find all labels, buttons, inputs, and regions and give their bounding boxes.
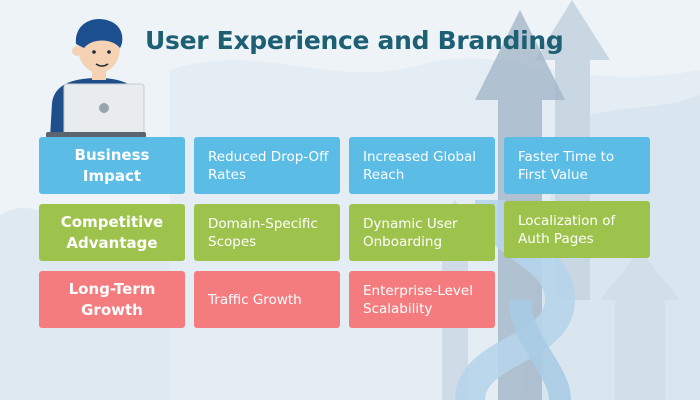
item-dynamic-user-onboarding: Dynamic User Onboarding <box>349 204 495 261</box>
category-label: Business Impact <box>74 145 150 185</box>
page-title: User Experience and Branding <box>145 26 564 55</box>
item-enterprise-scalability: Enterprise-Level Scalability <box>349 271 495 328</box>
item-label: Domain-Specific Scopes <box>208 215 318 250</box>
item-faster-time-to-value: Faster Time to First Value <box>504 137 650 194</box>
item-reduced-drop-off: Reduced Drop-Off Rates <box>194 137 340 194</box>
item-label: Faster Time to First Value <box>518 148 615 183</box>
category-label: Long-Term Growth <box>68 279 156 319</box>
item-label: Enterprise-Level Scalability <box>363 282 473 317</box>
category-business-impact: Business Impact <box>39 137 185 194</box>
item-label: Reduced Drop-Off Rates <box>208 148 329 183</box>
item-increased-global-reach: Increased Global Reach <box>349 137 495 194</box>
person-with-laptop-illustration <box>46 18 146 138</box>
item-label: Traffic Growth <box>208 291 302 308</box>
item-localization-auth-pages: Localization of Auth Pages <box>504 201 650 258</box>
item-label: Increased Global Reach <box>363 148 477 183</box>
category-competitive-advantage: Competitive Advantage <box>39 204 185 261</box>
item-domain-specific-scopes: Domain-Specific Scopes <box>194 204 340 261</box>
category-long-term-growth: Long-Term Growth <box>39 271 185 328</box>
item-label: Dynamic User Onboarding <box>363 215 458 250</box>
item-traffic-growth: Traffic Growth <box>194 271 340 328</box>
item-label: Localization of Auth Pages <box>518 212 616 247</box>
category-label: Competitive Advantage <box>60 212 164 252</box>
